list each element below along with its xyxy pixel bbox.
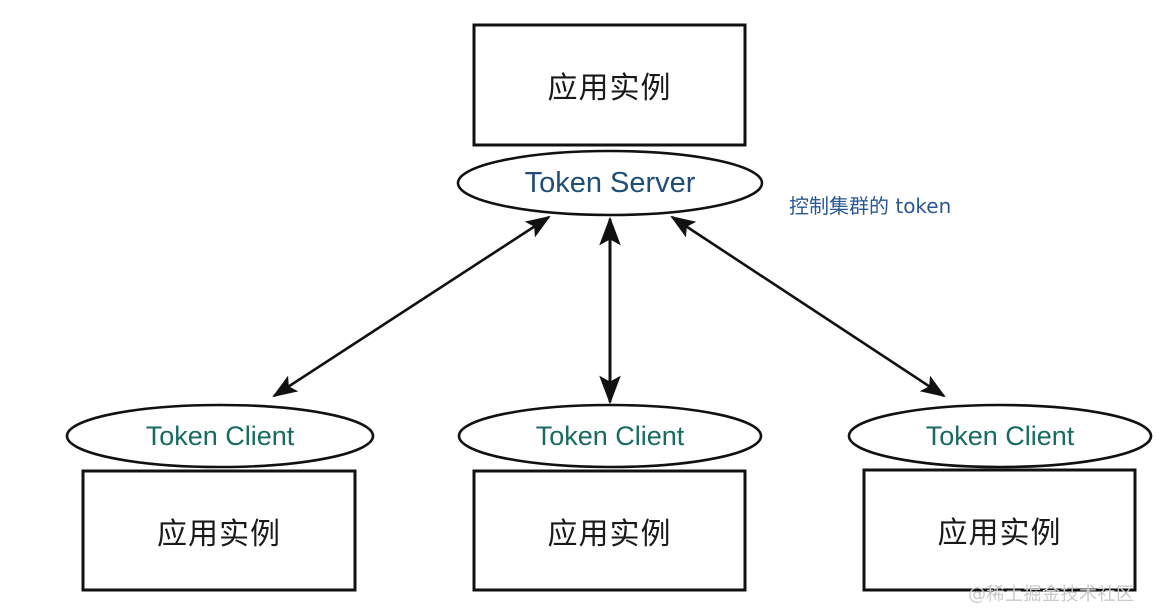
node-token-client-right-ellipse xyxy=(847,403,1153,469)
ellipses-group xyxy=(65,149,1153,469)
watermark-label: @稀土掘金技术社区 xyxy=(968,584,1135,605)
node-top-app-instance-box xyxy=(472,23,747,147)
edge-server-client-right xyxy=(670,215,946,398)
node-token-client-left-ellipse xyxy=(65,403,375,469)
node-bottom-app-instance-middle-box xyxy=(472,469,747,592)
node-token-server-ellipse xyxy=(456,149,764,217)
node-bottom-app-instance-right-box xyxy=(862,468,1137,592)
node-token-client-middle-ellipse xyxy=(457,403,763,469)
token-annotation-label: 控制集群的 token xyxy=(789,194,952,218)
rectangles-group xyxy=(81,23,1137,592)
edges-group xyxy=(272,215,946,405)
edge-server-client-left xyxy=(272,215,551,398)
node-bottom-app-instance-left-box xyxy=(81,469,357,592)
